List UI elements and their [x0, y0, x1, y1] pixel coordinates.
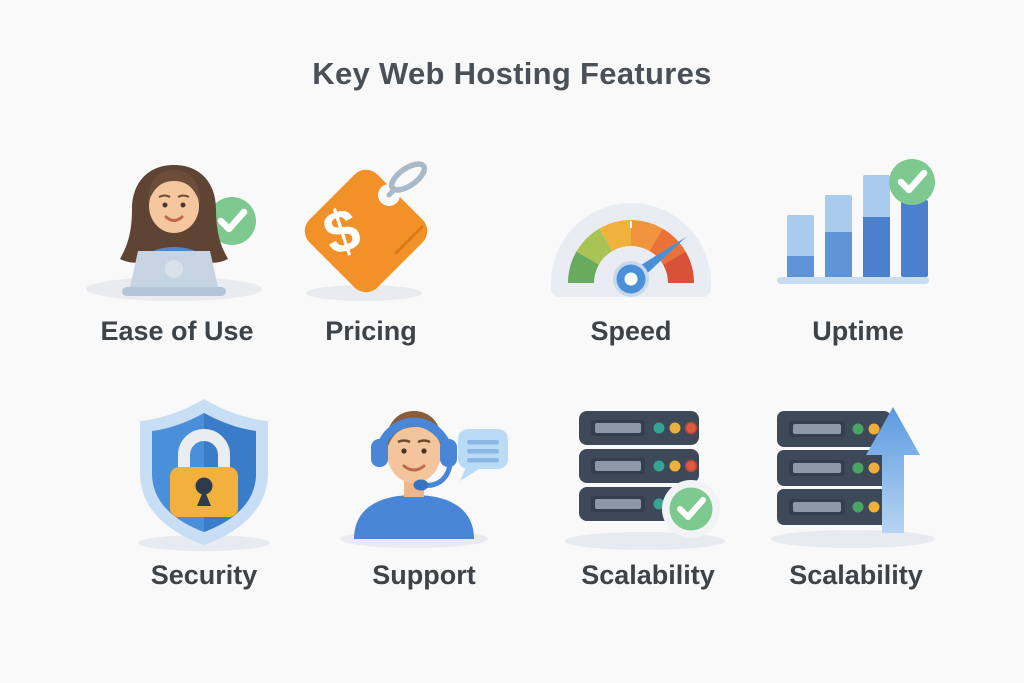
feature-item-speed: Speed: [519, 148, 743, 347]
feature-label: Scalability: [581, 560, 715, 590]
feature-item-scalability-growth: Scalability: [744, 392, 968, 591]
feature-item-security: Security: [92, 392, 316, 591]
feature-item-ease-of-use: Ease of Use: [65, 148, 289, 347]
page-title: Key Web Hosting Features: [312, 56, 712, 91]
feature-item-support: Support: [312, 392, 536, 591]
uptime-bar-chart-check-icon: [777, 159, 935, 284]
price-tag-icon: $: [304, 161, 428, 301]
feature-label: Pricing: [325, 316, 417, 346]
server-stack-growth-arrow-icon: [771, 407, 935, 548]
woman-laptop-check-icon: [86, 165, 262, 301]
feature-label: Support: [372, 560, 476, 590]
speedometer-icon: [551, 203, 711, 297]
feature-label: Scalability: [789, 560, 923, 590]
feature-label: Uptime: [812, 316, 904, 346]
feature-label: Speed: [590, 316, 672, 346]
feature-item-uptime: Uptime: [746, 148, 970, 347]
server-stack-check-icon: [565, 411, 725, 550]
feature-item-pricing: $ Pricing: [259, 148, 483, 347]
feature-label: Ease of Use: [100, 316, 254, 346]
feature-item-scalability-check: Scalability: [536, 392, 760, 591]
shield-padlock-icon: [138, 399, 270, 551]
feature-label: Security: [150, 560, 258, 590]
support-agent-headset-icon: [340, 411, 508, 548]
